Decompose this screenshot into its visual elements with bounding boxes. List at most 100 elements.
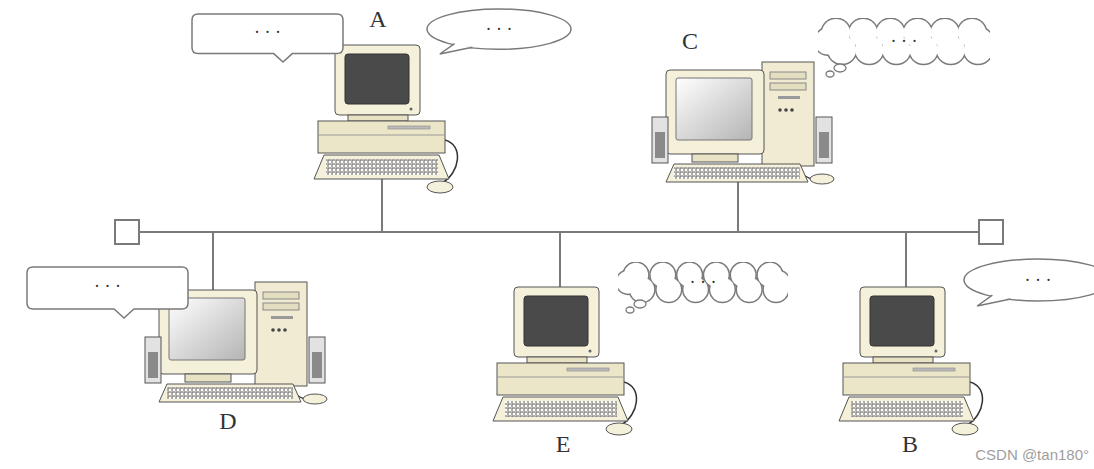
- monitor-stand: [873, 357, 933, 363]
- keyboard-keys: [505, 401, 617, 417]
- power-led: [410, 108, 413, 111]
- keyboard-keys: [674, 167, 800, 179]
- system-case: [318, 121, 445, 153]
- drive-bay: [263, 303, 299, 310]
- power-led: [935, 350, 938, 353]
- speaker-grille: [312, 352, 322, 378]
- keyboard: [493, 397, 628, 421]
- case-seam: [497, 377, 624, 378]
- keyboard-keys: [167, 387, 293, 399]
- tower-button: [790, 108, 794, 112]
- floppy-slot: [778, 96, 800, 99]
- cloud-puff: [737, 277, 761, 301]
- speaker: [309, 337, 325, 383]
- bubble-text: · · ·: [190, 22, 345, 43]
- desktop-computer: [493, 287, 636, 435]
- cloud-puff: [767, 271, 788, 294]
- speech-bubble: · · ·: [818, 18, 990, 78]
- floppy-slot: [271, 316, 293, 319]
- speech-bubble: · · ·: [425, 8, 573, 56]
- keyboard-keys: [851, 401, 963, 417]
- screen: [676, 78, 752, 140]
- tower-button: [271, 328, 275, 332]
- keyboard: [159, 384, 301, 402]
- thought-dot: [634, 300, 646, 308]
- keyboard: [839, 397, 974, 421]
- drive-bay: [770, 72, 806, 79]
- speech-bubble: · · ·: [618, 262, 788, 314]
- monitor-stand: [348, 115, 408, 121]
- bubble-text: · · ·: [818, 31, 990, 52]
- computer-node: B: [836, 283, 986, 458]
- cloud-puff: [657, 277, 681, 301]
- cloud-puff: [967, 28, 990, 54]
- monitor: [514, 287, 599, 357]
- drive-slot: [567, 368, 609, 371]
- desktop-computer: [314, 45, 457, 193]
- terminator: [979, 220, 1003, 244]
- cloud-outline: [618, 263, 788, 302]
- bubble-tail: [440, 44, 473, 54]
- computer-label: D: [219, 408, 236, 434]
- speech-bubble: · · ·: [962, 258, 1094, 308]
- terminator: [115, 220, 139, 244]
- screen: [870, 296, 934, 346]
- computer-node: C: [640, 26, 830, 186]
- speaker-grille: [148, 352, 158, 378]
- mouse: [606, 423, 632, 435]
- mouse: [303, 394, 327, 404]
- monitor: [666, 70, 764, 154]
- cloud-puff: [737, 277, 761, 301]
- mouse: [952, 423, 978, 435]
- monitor: [860, 287, 945, 357]
- cloud-puff: [657, 277, 681, 301]
- bubble-text: · · ·: [425, 19, 573, 40]
- computer-node: D: [140, 278, 335, 438]
- speaker: [145, 337, 161, 383]
- tower-button: [784, 108, 788, 112]
- mouse: [427, 181, 453, 193]
- computer-label: E: [556, 431, 571, 457]
- thought-dot: [626, 307, 634, 313]
- tower-computer: [652, 62, 834, 184]
- monitor: [335, 45, 420, 115]
- cloud-fill: [818, 19, 990, 64]
- case-seam: [843, 377, 970, 378]
- speaker: [652, 117, 668, 163]
- computer-label: A: [369, 6, 386, 32]
- monitor-stand: [692, 154, 738, 162]
- mouse: [810, 174, 834, 184]
- computer-node: E: [490, 283, 640, 458]
- bubble-text: · · ·: [618, 272, 788, 293]
- drive-slot: [388, 126, 430, 129]
- speaker: [816, 117, 832, 163]
- bubble-tail: [977, 295, 1010, 306]
- tower-button: [778, 108, 782, 112]
- drop-cable: [737, 182, 739, 232]
- bubble-text: · · ·: [962, 270, 1094, 291]
- cloud-outline: [818, 19, 990, 64]
- drive-bay: [770, 83, 806, 90]
- computers: [145, 45, 982, 435]
- bus-line: [115, 179, 1003, 290]
- drop-cable: [212, 232, 214, 290]
- computer-label: B: [902, 431, 918, 457]
- case-seam: [318, 135, 445, 136]
- computer-label: C: [682, 28, 698, 54]
- cloud-puff: [818, 28, 841, 54]
- monitor-stand: [527, 357, 587, 363]
- cloud-fill: [618, 263, 788, 302]
- drive-slot: [913, 368, 955, 371]
- drop-cable: [559, 232, 561, 287]
- system-case: [843, 363, 970, 395]
- drop-cable: [381, 179, 383, 232]
- tower-case: [762, 62, 814, 166]
- power-led: [589, 350, 592, 353]
- speech-bubble: · · ·: [190, 12, 345, 64]
- keyboard: [314, 155, 449, 179]
- speech-bubble: · · ·: [25, 265, 190, 320]
- drop-cable: [905, 232, 907, 287]
